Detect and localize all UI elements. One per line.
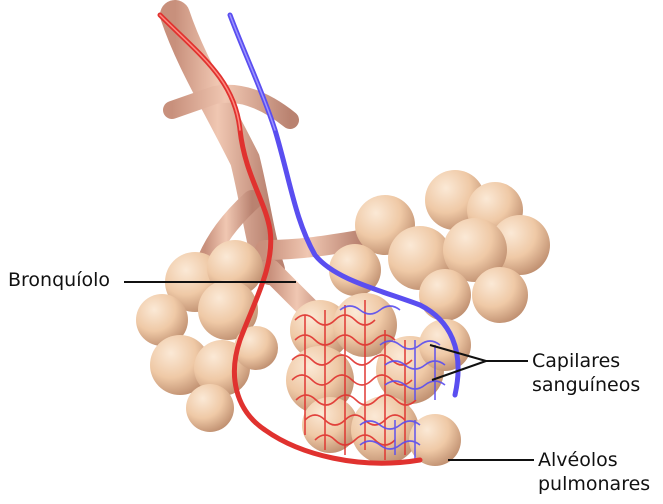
label-capilares-sanguineos: Capilares sanguíneos	[532, 349, 640, 397]
label-capilares-line2: sanguíneos	[532, 373, 640, 397]
label-alveolos-line2: pulmonares	[538, 472, 650, 496]
label-alveolos-pulmonares: Alvéolos pulmonares	[538, 448, 650, 496]
label-capilares-line1: Capilares	[532, 349, 640, 373]
label-alveolos-line1: Alvéolos	[538, 448, 650, 472]
label-bronquiolo: Bronquíolo	[8, 268, 110, 292]
